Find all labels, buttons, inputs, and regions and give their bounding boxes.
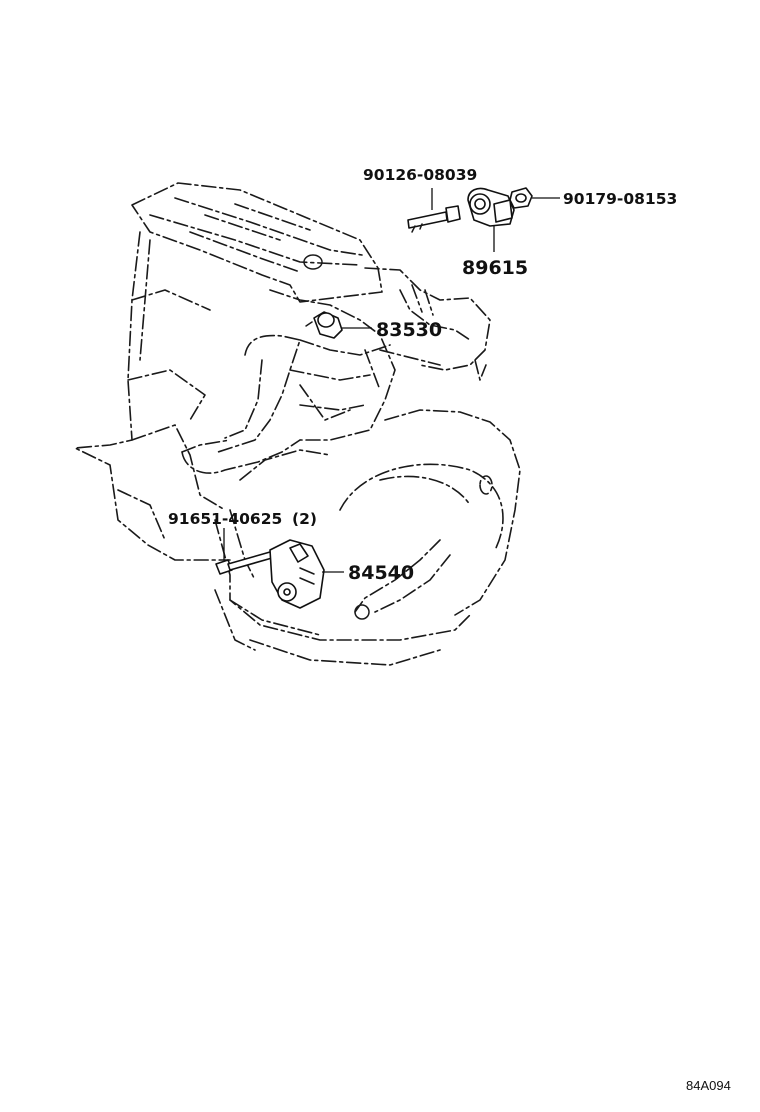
part-number-label: 89615 [462, 257, 528, 279]
illustration-code: 84A094 [686, 1078, 731, 1093]
part-number-label: 83530 [376, 319, 442, 341]
part-number-label: 90179-08153 [563, 190, 677, 208]
part-number-label: 84540 [348, 562, 414, 584]
bolt-icon [407, 205, 461, 233]
knock-sensor-icon [467, 187, 515, 227]
part-number-label: 91651-40625 [168, 510, 282, 528]
part-number-label: 90126-08039 [363, 166, 477, 184]
engine-outline-icon [74, 182, 521, 666]
oil-pressure-switch-icon [305, 311, 343, 339]
neutral-start-switch-icon [269, 539, 325, 609]
part-quantity-label: (2) [292, 510, 317, 528]
nut-icon [509, 187, 533, 209]
